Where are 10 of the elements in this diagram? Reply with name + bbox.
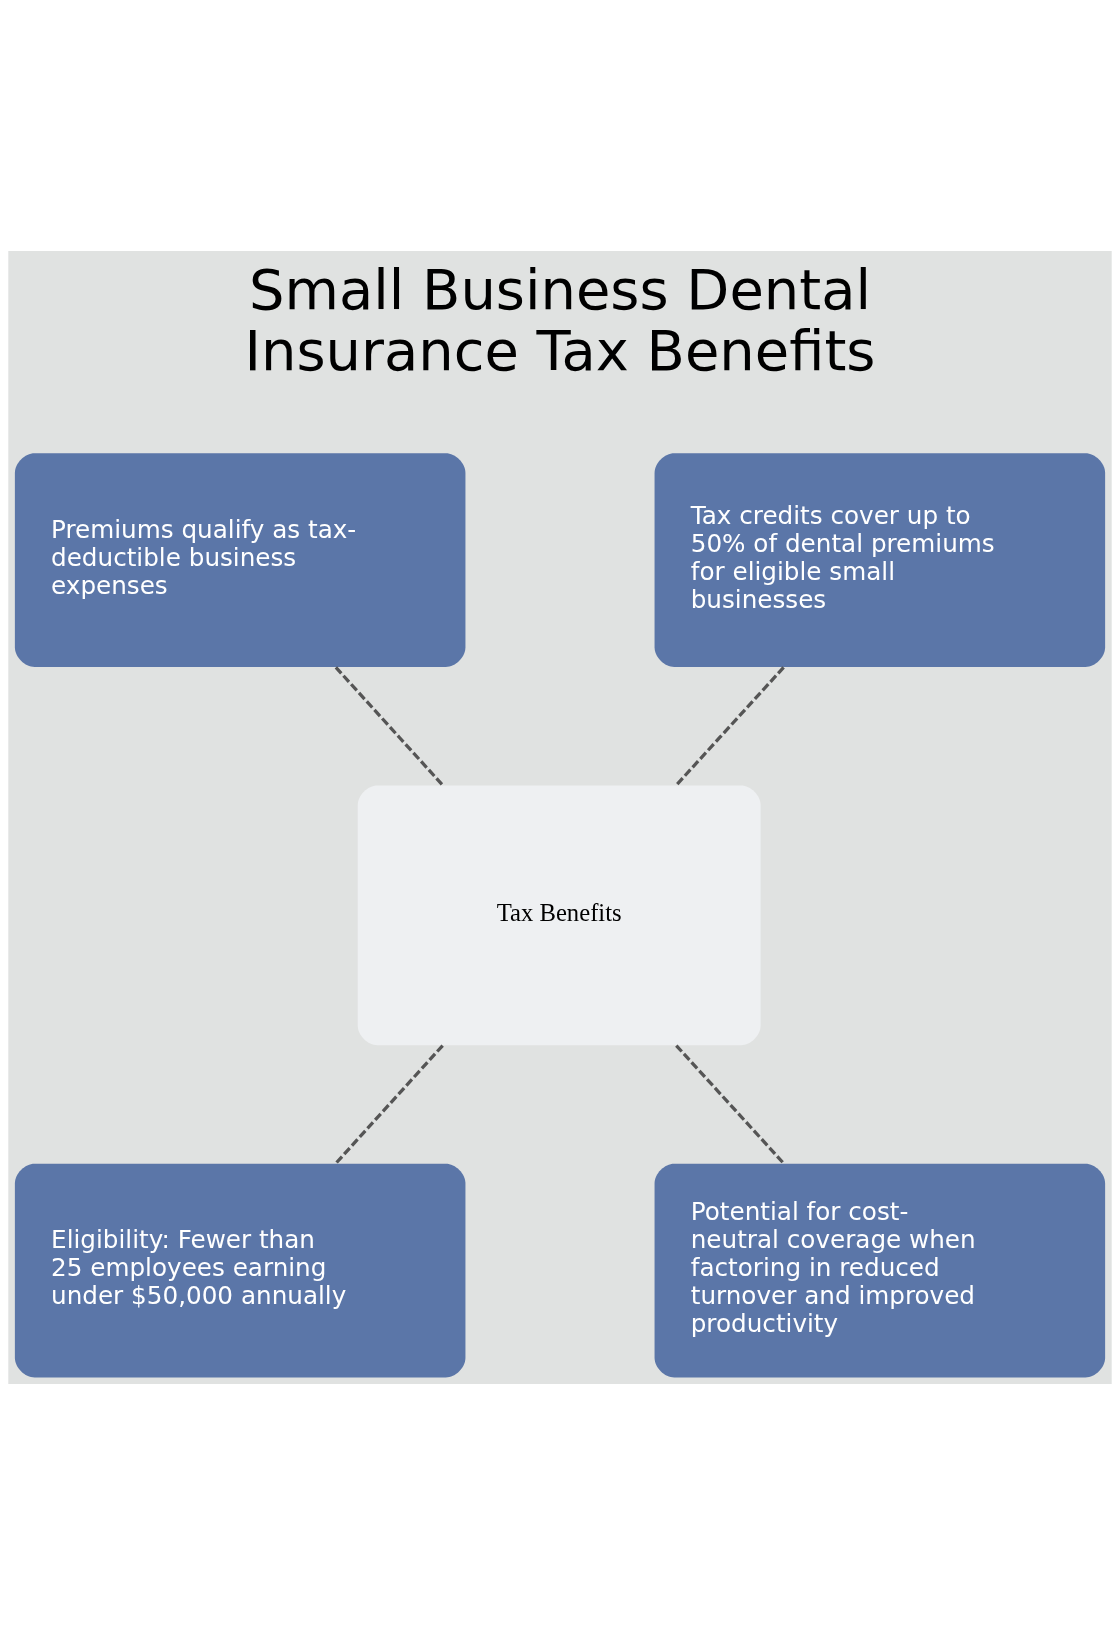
node-box: Tax credits cover up to 50% of dental premiums for eligible small businesses <box>654 452 1106 667</box>
diagram-title: Small Business Dental Insurance Tax Benefits <box>244 256 876 383</box>
node-box: Tax Benefits <box>357 784 761 1045</box>
connector <box>675 1043 785 1164</box>
connector <box>675 665 785 786</box>
node-box: Eligibility: Fewer than 25 employees earning under $50,000 annually <box>14 1163 466 1377</box>
node-box: Premiums qualify as tax-deductible business expenses <box>14 452 466 667</box>
connector <box>334 665 444 786</box>
node-box: Potential for cost-neutral coverage when factoring in reduced turnover and improved productivity <box>654 1163 1106 1377</box>
connector <box>334 1043 444 1164</box>
